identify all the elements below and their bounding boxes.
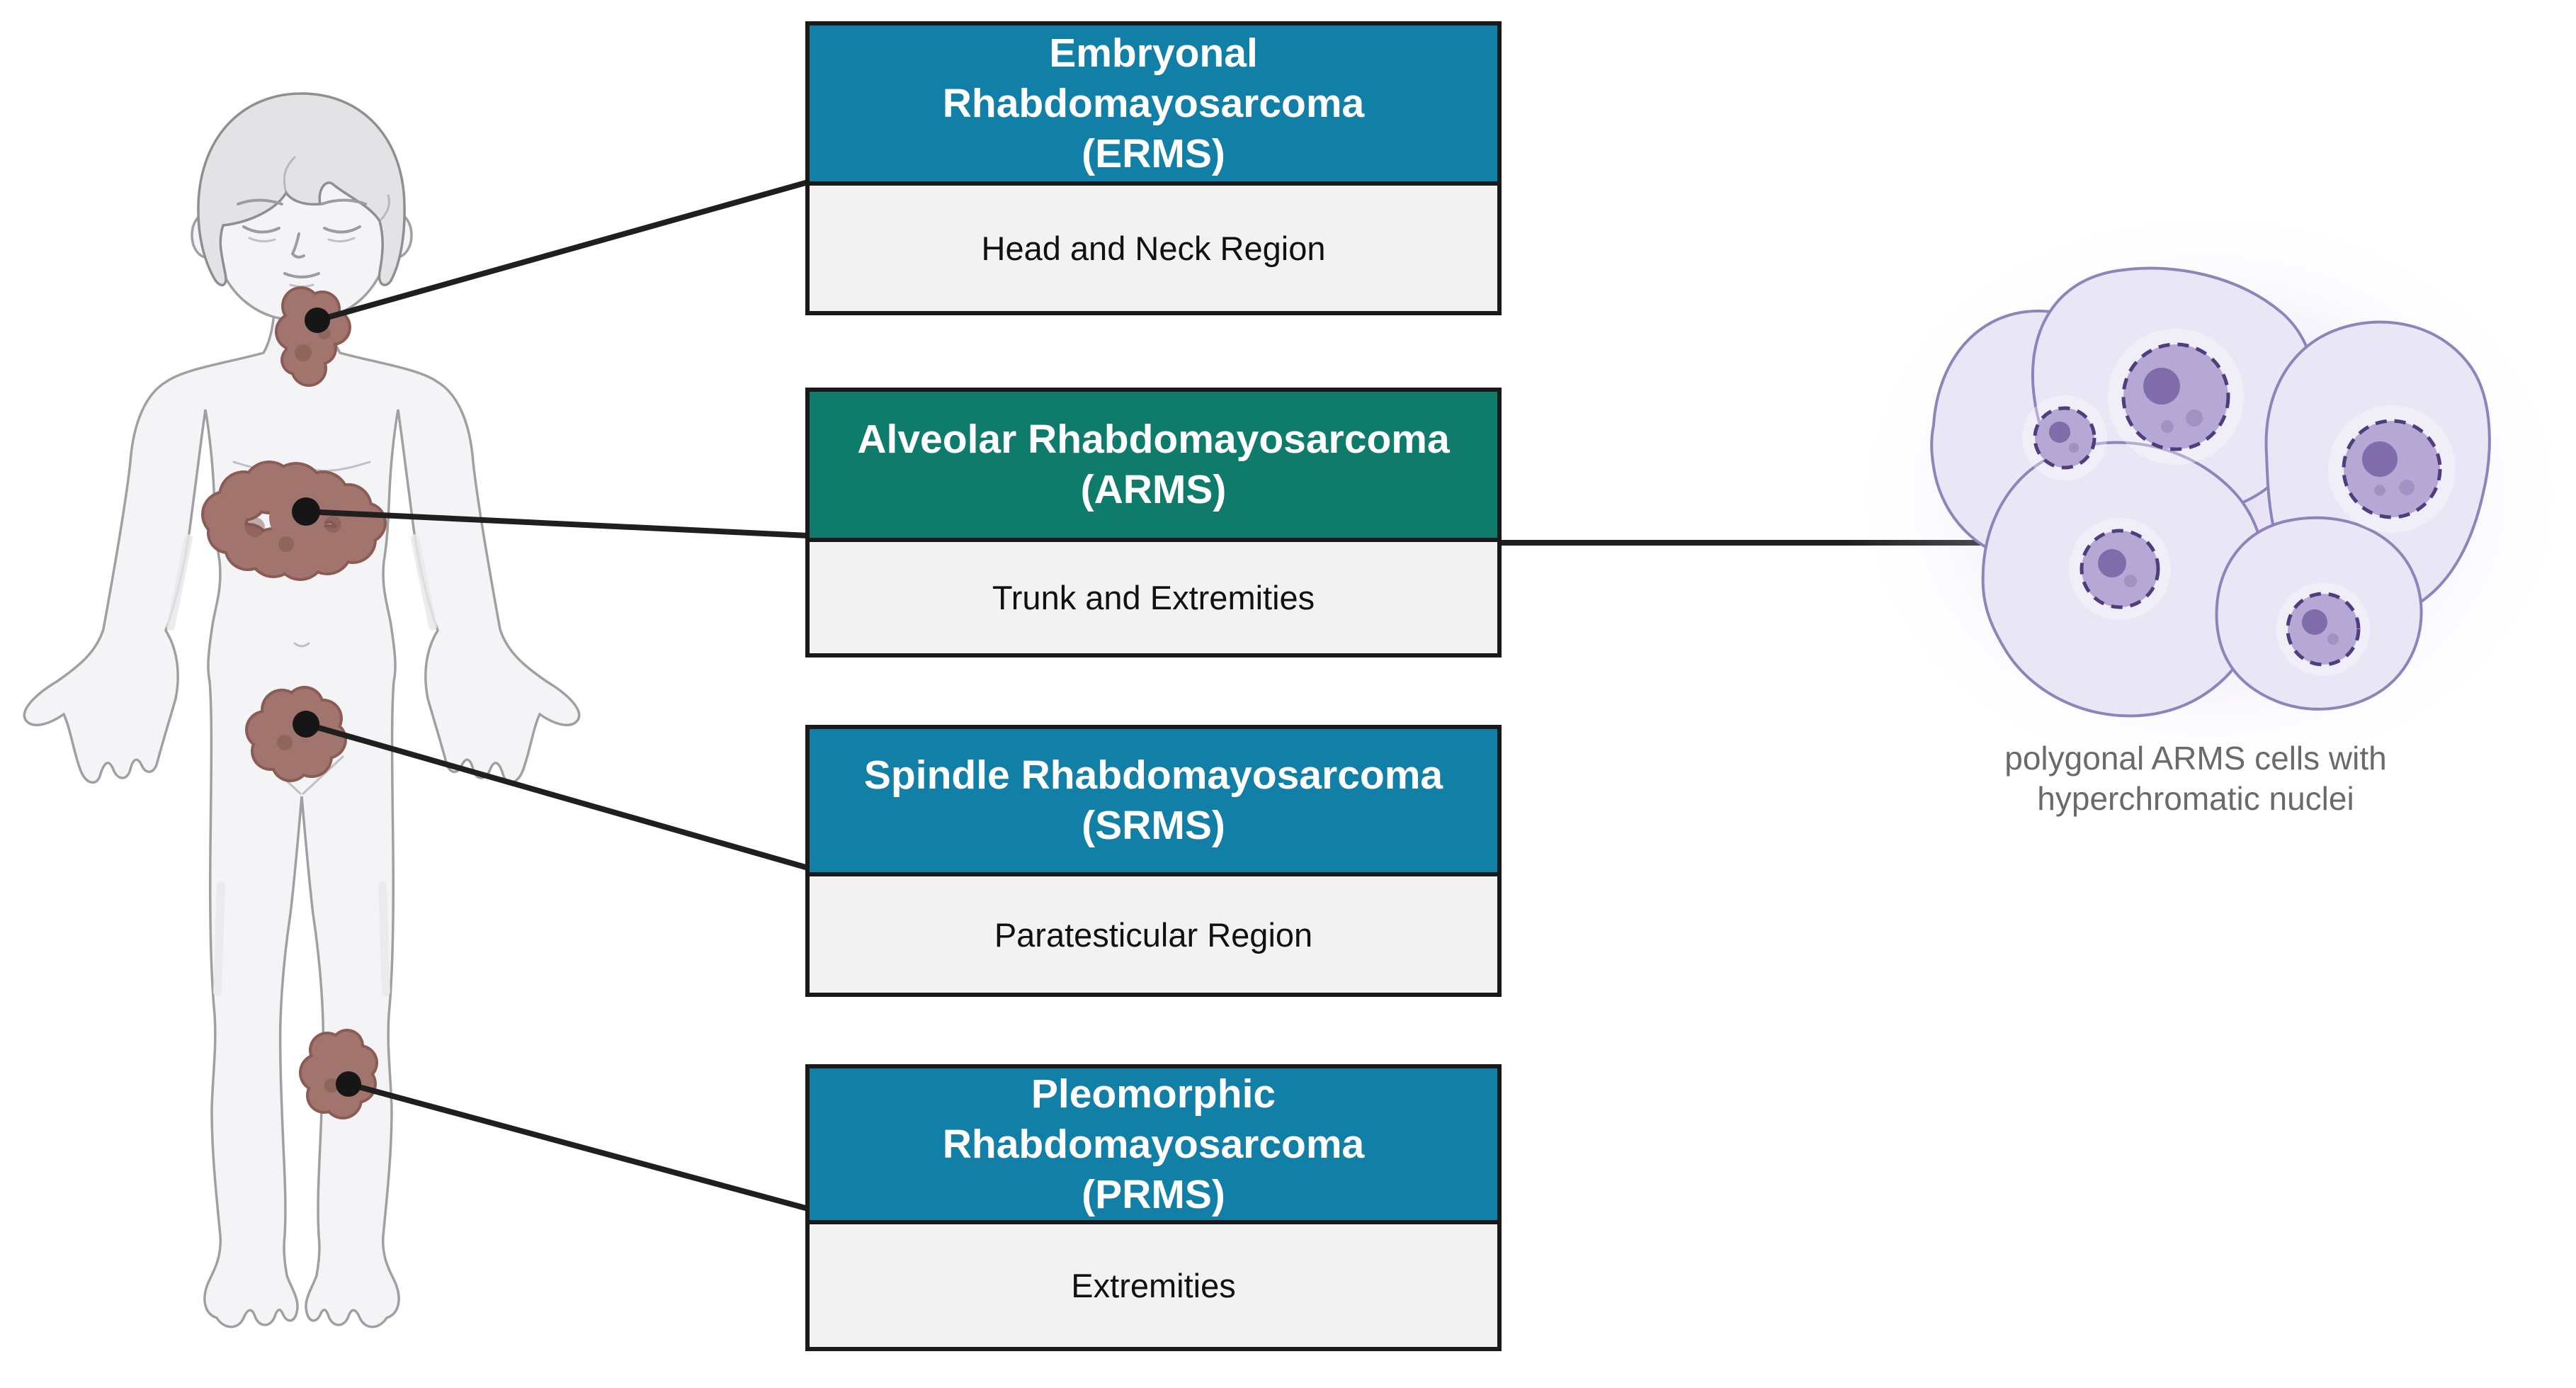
- lead-line-prms: [346, 1081, 811, 1212]
- cell-caption: polygonal ARMS cells with hyperchromatic…: [1912, 738, 2479, 819]
- type-box-erms-header: Embryonal Rhabdomayosarcoma (ERMS): [810, 26, 1497, 186]
- body-silhouette: [23, 279, 581, 1328]
- type-box-srms: Spindle Rhabdomayosarcoma (SRMS) Parates…: [805, 725, 1502, 997]
- left-eyebrow: [237, 198, 283, 205]
- type-box-srms-header: Spindle Rhabdomayosarcoma (SRMS): [810, 729, 1497, 876]
- cell-caption-line1: polygonal ARMS cells with: [2004, 740, 2387, 777]
- left-eye-lid: [248, 237, 276, 243]
- nucleus-bottom-right: [2276, 582, 2370, 676]
- type-box-prms-region: Extremities: [810, 1224, 1497, 1347]
- right-eye-lid: [327, 237, 356, 243]
- type-box-erms-region-label: Head and Neck Region: [981, 230, 1326, 267]
- type-box-srms-title-line: Spindle Rhabdomayosarcoma: [863, 752, 1443, 798]
- type-box-arms-header: Alveolar Rhabdomayosarcoma (ARMS): [810, 392, 1497, 542]
- lead-line-arms: [303, 509, 811, 538]
- neck-tumor-dot: [305, 307, 330, 333]
- nucleus-top-left: [2022, 395, 2107, 480]
- nose: [290, 232, 305, 259]
- navel: [293, 642, 310, 648]
- neck-tumor: [275, 286, 351, 387]
- groin-line-right: [302, 755, 344, 795]
- type-box-prms-header: Pleomorphic Rhabdomayosarcoma (PRMS): [810, 1068, 1497, 1224]
- type-box-erms: Embryonal Rhabdomayosarcoma (ERMS) Head …: [805, 21, 1502, 315]
- nucleus-top-right: [2328, 405, 2456, 533]
- type-box-arms-title-line: Alveolar Rhabdomayosarcoma: [857, 417, 1450, 462]
- type-box-prms-title-line: Rhabdomayosarcoma: [942, 1121, 1365, 1167]
- type-box-erms-region: Head and Neck Region: [810, 186, 1497, 311]
- type-box-arms: Alveolar Rhabdomayosarcoma (ARMS) Trunk …: [805, 388, 1502, 658]
- right-eye-closed: [323, 225, 361, 234]
- type-box-prms-region-label: Extremities: [1071, 1267, 1236, 1304]
- type-box-arms-region: Trunk and Extremities: [810, 542, 1497, 653]
- arm-shade-left: [166, 534, 193, 631]
- cell-caption-line2: hyperchromatic nuclei: [2037, 780, 2354, 817]
- type-box-arms-region-label: Trunk and Extremities: [992, 579, 1315, 616]
- arm-shade-right: [411, 534, 437, 631]
- right-eyebrow: [320, 198, 367, 205]
- type-box-srms-region: Paratesticular Region: [810, 876, 1497, 993]
- type-box-srms-region-label: Paratesticular Region: [994, 915, 1313, 954]
- groin-tumor-dot: [293, 711, 319, 738]
- type-box-erms-title-line: (ERMS): [1082, 130, 1225, 176]
- left-eye-closed: [242, 225, 280, 234]
- arms-cell-cluster: [1842, 198, 2576, 794]
- hair: [197, 92, 406, 287]
- lead-line-srms: [303, 721, 811, 871]
- mouth: [283, 272, 320, 278]
- leg-shade-left: [213, 881, 225, 996]
- trunk-tumor-dot: [292, 497, 320, 526]
- hair-strand-right: [378, 194, 390, 222]
- type-box-prms-title-line: Pleomorphic: [1031, 1071, 1276, 1117]
- lead-line-erms: [314, 179, 811, 323]
- type-box-erms-title-line: Rhabdomayosarcoma: [942, 80, 1365, 126]
- knee-tumor-dot: [336, 1071, 361, 1097]
- type-box-srms-title-line: (SRMS): [1082, 803, 1225, 848]
- nucleus-top-middle: [2108, 329, 2244, 465]
- type-box-prms: Pleomorphic Rhabdomayosarcoma (PRMS) Ext…: [805, 1064, 1502, 1351]
- nucleus-bottom-left: [2069, 518, 2171, 620]
- type-box-arms-title-line: (ARMS): [1080, 467, 1227, 512]
- hair-strand-left: [283, 156, 296, 194]
- leg-shade-right: [378, 881, 390, 996]
- type-box-erms-title-line: Embryonal: [1049, 30, 1258, 76]
- type-box-prms-title-line: (PRMS): [1082, 1171, 1225, 1217]
